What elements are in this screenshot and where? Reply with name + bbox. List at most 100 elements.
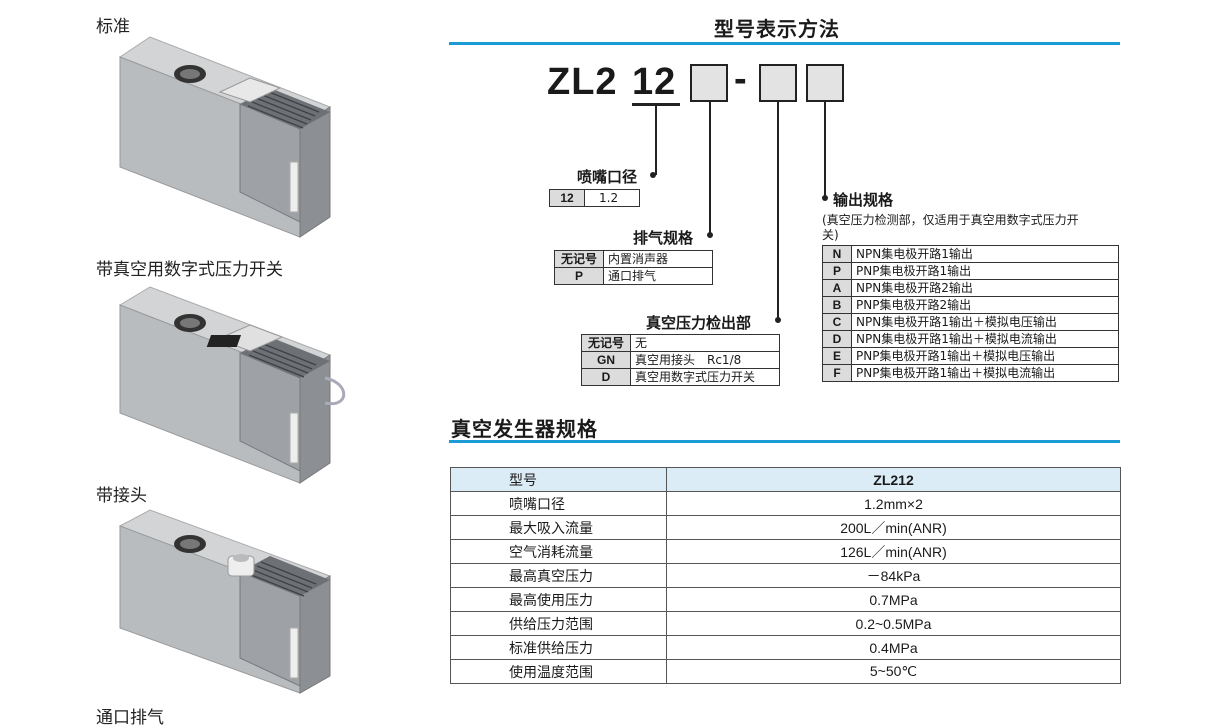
leader-line-exhaust-v	[709, 102, 711, 235]
value-cell: PNP集电极开路1输出	[851, 262, 1119, 280]
value-cell: PNP集电极开路2输出	[851, 296, 1119, 314]
code-cell: A	[822, 279, 852, 297]
vacuum-detector-table: 无记号 无 GN 真空用接头 Rc1/8 D 真空用数字式压力开关	[581, 334, 780, 386]
vacuum-detector-label: 真空压力检出部	[646, 314, 752, 332]
spec-key-cell: 最高真空压力	[450, 563, 667, 588]
code-cell: P	[554, 267, 604, 285]
nozzle-table: 12 1.2	[549, 189, 640, 207]
leader-dot-detector	[775, 317, 781, 323]
model-nozzle-code: 12	[632, 61, 677, 103]
code-cell: C	[822, 313, 852, 331]
vacuum-generator-with-pressure-switch-image	[118, 286, 346, 484]
variant-label-port-exhaust: 通口排气	[96, 708, 164, 728]
value-cell: NPN集电极开路1输出	[851, 245, 1119, 263]
spec-value-cell: 0.2~0.5MPa	[666, 611, 1121, 636]
spec-value-cell: 0.7MPa	[666, 587, 1121, 612]
table-row: 无记号 无	[581, 334, 780, 352]
header-value-cell: ZL212	[666, 467, 1121, 492]
table-row: 最高真空压力－84kPa	[450, 563, 1121, 588]
variant-label-pressure-switch: 带真空用数字式压力开关	[96, 260, 283, 280]
table-row: 无记号 内置消声器	[554, 250, 713, 268]
value-cell: 真空用数字式压力开关	[630, 368, 780, 386]
value-cell: 真空用接头 Rc1/8	[630, 351, 780, 369]
code-cell: N	[822, 245, 852, 263]
leader-dot-nozzle	[650, 172, 656, 178]
variant-label-fitting: 带接头	[96, 486, 147, 506]
exhaust-option-box	[690, 64, 728, 102]
model-designation-title: 型号表示方法	[714, 17, 840, 41]
spec-key-cell: 标准供给压力	[450, 635, 667, 660]
code-cell: E	[822, 347, 852, 365]
code-cell: 无记号	[554, 250, 604, 268]
code-cell: B	[822, 296, 852, 314]
vacuum-detector-option-box	[759, 64, 797, 102]
value-cell: PNP集电极开路1输出＋模拟电压输出	[851, 347, 1119, 365]
code-cell: 12	[549, 189, 585, 207]
spec-title-underline	[449, 440, 1120, 443]
value-cell: 内置消声器	[603, 250, 713, 268]
code-cell: D	[581, 368, 631, 386]
output-option-box	[806, 64, 844, 102]
table-row: 12 1.2	[549, 189, 640, 207]
table-row: GN 真空用接头 Rc1/8	[581, 351, 780, 369]
spec-value-cell: 1.2mm×2	[666, 491, 1121, 516]
code-cell: D	[822, 330, 852, 348]
table-row: P 通口排气	[554, 267, 713, 285]
leader-line-nozzle-v	[655, 104, 657, 175]
output-label: 输出规格	[833, 191, 894, 209]
output-note-line2: 关)	[822, 228, 839, 242]
spec-key-cell: 使用温度范围	[450, 659, 667, 684]
vacuum-generator-standard-image	[118, 36, 332, 238]
exhaust-table: 无记号 内置消声器 P 通口排气	[554, 250, 713, 285]
value-cell: NPN集电极开路1输出＋模拟电压输出	[851, 313, 1119, 331]
code-cell: F	[822, 364, 852, 382]
spec-value-cell: 0.4MPa	[666, 635, 1121, 660]
output-note-line1: (真空压力检测部，仅适用于真空用数字式压力开	[822, 213, 1079, 227]
header-key-cell: 型号	[450, 467, 667, 492]
spec-key-cell: 喷嘴口径	[450, 491, 667, 516]
spec-title: 真空发生器规格	[451, 417, 598, 441]
value-cell: 无	[630, 334, 780, 352]
spec-key-cell: 最大吸入流量	[450, 515, 667, 540]
leader-line-output-v	[824, 102, 826, 198]
value-cell: NPN集电极开路1输出＋模拟电流输出	[851, 330, 1119, 348]
model-prefix: ZL2	[547, 61, 618, 103]
spec-value-cell: 5~50℃	[666, 659, 1121, 684]
nozzle-label: 喷嘴口径	[577, 168, 638, 186]
code-cell: 无记号	[581, 334, 631, 352]
value-cell: 通口排气	[603, 267, 713, 285]
spec-key-cell: 最高使用压力	[450, 587, 667, 612]
spec-key-cell: 供给压力范围	[450, 611, 667, 636]
leader-line-detector-v	[777, 102, 779, 320]
value-cell: NPN集电极开路2输出	[851, 279, 1119, 297]
leader-dot-exhaust	[707, 232, 713, 238]
code-cell: P	[822, 262, 852, 280]
code-cell: GN	[581, 351, 631, 369]
spec-value-cell: 126L／min(ANR)	[666, 539, 1121, 564]
table-header-row: 型号 ZL212	[450, 467, 1121, 492]
spec-value-cell: －84kPa	[666, 563, 1121, 588]
leader-dot-output	[822, 195, 828, 201]
spec-value-cell: 200L／min(ANR)	[666, 515, 1121, 540]
spec-key-cell: 空气消耗流量	[450, 539, 667, 564]
value-cell: 1.2	[584, 189, 640, 207]
value-cell: PNP集电极开路1输出＋模拟电流输出	[851, 364, 1119, 382]
table-row: D 真空用数字式压力开关	[581, 368, 780, 386]
